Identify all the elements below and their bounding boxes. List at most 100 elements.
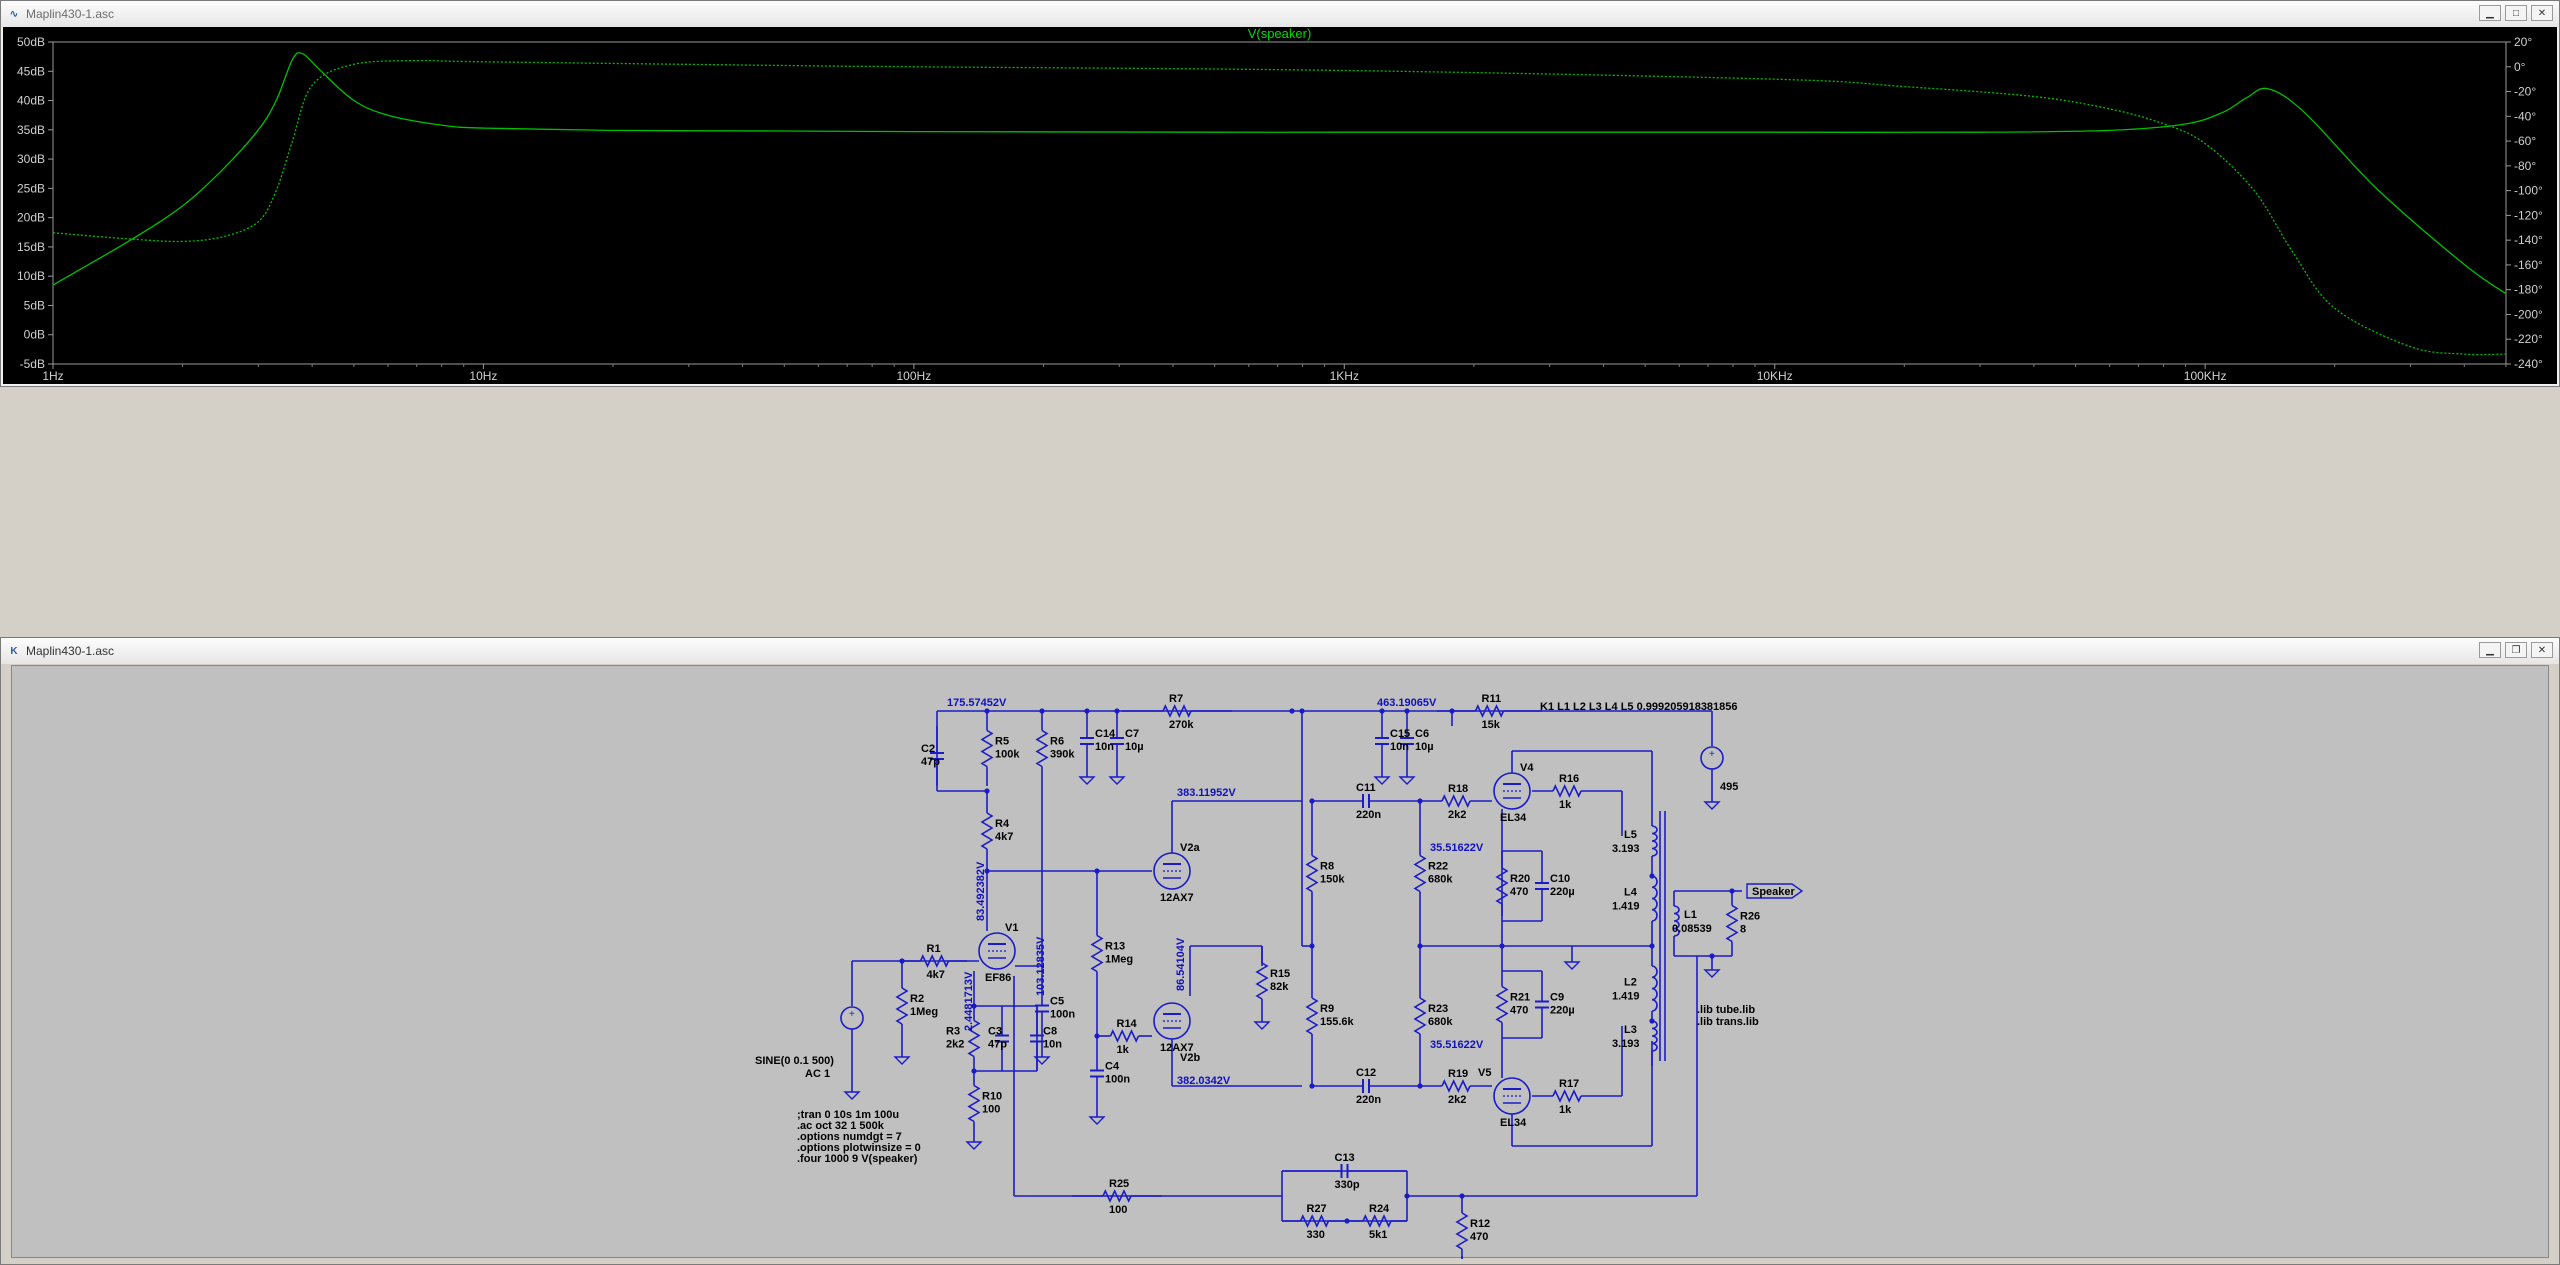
left-tick-label: 10dB	[17, 269, 45, 283]
component-label: L3	[1624, 1024, 1637, 1036]
schematic-window-titlebar[interactable]: K Maplin430-1.asc ▁ ❐ ✕	[1, 638, 2559, 664]
schematic-minimize-button[interactable]: ▁	[2479, 642, 2501, 658]
component-label: 12AX7	[1160, 1042, 1194, 1054]
resistor-r7[interactable]	[1162, 704, 1192, 718]
bode-plot[interactable]: V(speaker)50dB45dB40dB35dB30dB25dB20dB15…	[3, 26, 2557, 384]
close-button[interactable]: ✕	[2531, 5, 2553, 21]
resistor-r24[interactable]	[1362, 1214, 1392, 1228]
spice-directive[interactable]: ;tran 0 10s 1m 100u	[797, 1109, 899, 1121]
inductor-l2[interactable]	[1651, 965, 1658, 1012]
component-label: R2	[910, 993, 924, 1005]
component-label: V2b	[1180, 1052, 1200, 1064]
component-label: C10	[1550, 873, 1570, 885]
resistor-r10[interactable]	[967, 1084, 981, 1123]
component-label: 100k	[995, 749, 1020, 761]
resistor-r15[interactable]	[1255, 962, 1269, 1000]
plot-trace-title[interactable]: V(speaker)	[1248, 26, 1312, 41]
component-label: 220µ	[1550, 1005, 1575, 1017]
resistor-r1[interactable]	[919, 954, 950, 968]
inductor-l4[interactable]	[1651, 875, 1658, 922]
inductor-l3[interactable]	[1651, 1020, 1658, 1052]
resistor-r8[interactable]	[1305, 854, 1319, 893]
junction-dot	[1449, 708, 1455, 714]
tube-[interactable]	[1153, 1002, 1191, 1040]
component-label: 10n	[1390, 741, 1409, 753]
resistor-r19[interactable]	[1441, 1079, 1471, 1093]
component-label: 330	[1307, 1229, 1325, 1241]
resistor-r26[interactable]	[1725, 904, 1739, 943]
resistor-r3[interactable]	[967, 1019, 981, 1058]
resistor-r13[interactable]	[1090, 934, 1104, 973]
maximize-button[interactable]: □	[2505, 5, 2527, 21]
junction-dot	[1094, 1033, 1100, 1039]
spice-directive[interactable]: .options numdgt = 7	[797, 1131, 902, 1143]
component-label: R5	[995, 736, 1009, 748]
resistor-r27[interactable]	[1299, 1214, 1330, 1228]
component-label: R23	[1428, 1003, 1448, 1015]
spice-directive[interactable]: .four 1000 9 V(speaker)	[797, 1153, 918, 1165]
resistor-r18[interactable]	[1441, 794, 1471, 808]
left-tick-label: 20dB	[17, 211, 45, 225]
resistor-r16[interactable]	[1552, 784, 1582, 798]
schematic-close-button[interactable]: ✕	[2531, 642, 2553, 658]
source-s1[interactable]	[840, 1006, 864, 1030]
tube-v2a[interactable]	[1153, 852, 1191, 890]
resistor-r14[interactable]	[1109, 1029, 1140, 1043]
tube-v4[interactable]	[1493, 772, 1531, 810]
component-label: 4k7	[995, 831, 1013, 843]
tube-v5[interactable]	[1493, 1077, 1531, 1115]
inductor-l5[interactable]	[1651, 825, 1658, 857]
junction-dot	[1417, 943, 1423, 949]
plot-window-titlebar[interactable]: ∿ Maplin430-1.asc ▁ □ ✕	[1, 1, 2559, 27]
resistor-r6[interactable]	[1035, 729, 1049, 768]
schematic-restore-button[interactable]: ❐	[2505, 642, 2527, 658]
component-label: R18	[1448, 783, 1468, 795]
trace-magnitude[interactable]	[52, 52, 2507, 295]
component-label: 1Meg	[910, 1006, 938, 1018]
resistor-r22[interactable]	[1413, 854, 1427, 893]
resistor-r9[interactable]	[1305, 997, 1319, 1035]
resistor-r4[interactable]	[980, 812, 994, 850]
resistor-r25[interactable]	[1102, 1189, 1132, 1203]
resistor-r12[interactable]	[1455, 1212, 1469, 1250]
component-label: R20	[1510, 873, 1530, 885]
left-tick-label: 40dB	[17, 94, 45, 108]
minimize-button[interactable]: ▁	[2479, 5, 2501, 21]
component-label: 680k	[1428, 1016, 1453, 1028]
ground-icon	[1108, 776, 1126, 785]
node-voltage: 103.12835V	[1035, 936, 1047, 996]
right-tick-label: -20°	[2514, 85, 2536, 99]
ground-icon	[1703, 801, 1721, 810]
resistor-r5[interactable]	[980, 729, 994, 768]
trace-phase[interactable]	[52, 59, 2507, 356]
resistor-r17[interactable]	[1552, 1089, 1582, 1103]
component-label: L5	[1624, 829, 1637, 841]
resistor-r2[interactable]	[895, 987, 909, 1025]
resistor-r21[interactable]	[1495, 985, 1509, 1024]
tube-v1[interactable]	[978, 932, 1016, 970]
inductor-l1[interactable]	[1673, 905, 1680, 937]
component-label: 10µ	[1415, 741, 1434, 753]
junction-dot	[1344, 1218, 1350, 1224]
source-s2[interactable]	[1700, 746, 1724, 770]
component-label: 680k	[1428, 874, 1453, 886]
component-label: R4	[995, 818, 1010, 830]
node-voltage: 2.4481713V	[963, 971, 975, 1031]
spice-directive[interactable]: .ac oct 32 1 500k	[797, 1120, 885, 1132]
component-label: C5	[1050, 996, 1064, 1008]
component-label: 1k	[1117, 1044, 1130, 1056]
left-tick-label: 30dB	[17, 152, 45, 166]
resistor-r23[interactable]	[1413, 997, 1427, 1035]
component-label: L2	[1624, 977, 1637, 989]
component-label: 10µ	[1125, 741, 1144, 753]
resistor-r20[interactable]	[1495, 867, 1509, 905]
resistor-r11[interactable]	[1474, 704, 1505, 718]
spice-directive[interactable]: .options plotwinsize = 0	[797, 1142, 921, 1154]
net-label-speaker[interactable]	[1746, 883, 1804, 899]
